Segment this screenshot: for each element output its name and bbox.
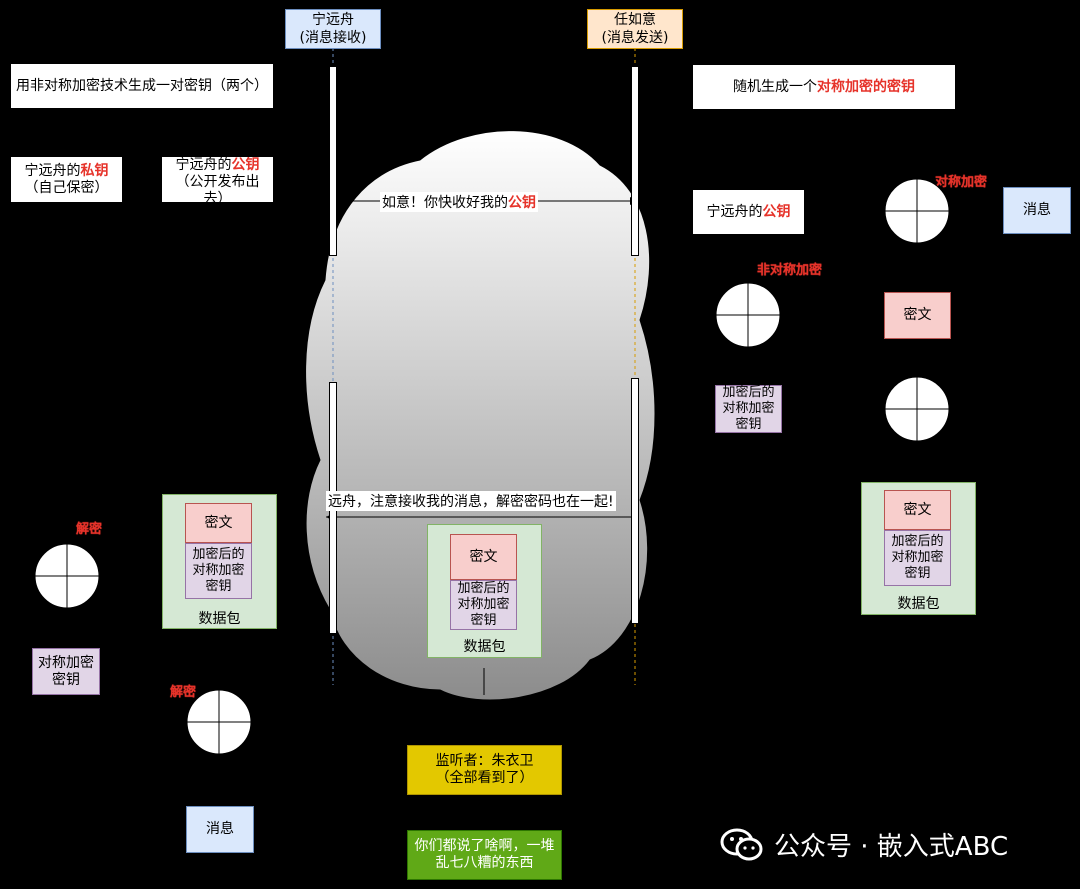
sender-activation-1 (631, 66, 639, 256)
eavesdropper-comment-box: 你们都说了啥啊，一堆乱七八糟的东西 (407, 830, 562, 880)
decrypt-operation-1 (34, 543, 100, 609)
participant-receiver: 宁远舟(消息接收) (285, 9, 381, 49)
right-public-key-box: 宁远舟的公钥 (692, 189, 805, 235)
right-enc-key-box: 加密后的对称加密密钥 (715, 385, 782, 433)
participant-sender: 任如意(消息发送) (587, 9, 683, 49)
sym-encrypt-operation (884, 178, 950, 244)
message-1-label: 如意！你快收好我的公钥 (380, 192, 538, 212)
public-key-box: 宁远舟的公钥（公开发布出去） (161, 156, 274, 203)
left-data-package: 密文 加密后的对称加密密钥 数据包 (162, 494, 277, 629)
right-package-enc-key: 加密后的对称加密密钥 (884, 530, 951, 586)
left-decrypt-label-2: 解密 (170, 685, 197, 700)
middle-data-package: 密文 加密后的对称加密密钥 数据包 (427, 524, 542, 658)
sender-activation-2 (631, 378, 639, 624)
watermark-text: 公众号 · 嵌入式ABC (774, 832, 1009, 862)
right-package-label: 数据包 (897, 596, 940, 612)
left-decrypt-label-1: 解密 (76, 522, 103, 537)
asym-encrypt-label: 非对称加密 (757, 263, 823, 278)
right-package-ciphertext: 密文 (884, 490, 951, 530)
eavesdropper-box: 监听者：朱衣卫（全部看到了） (407, 745, 562, 795)
left-sym-key-box: 对称加密密钥 (32, 648, 100, 695)
sym-key-gen-box: 随机生成一个对称加密的密钥 (692, 64, 956, 110)
asym-encrypt-operation (715, 282, 781, 348)
watermark: 公众号 · 嵌入式ABC (720, 826, 1008, 863)
receiver-activation-1 (329, 66, 337, 256)
package-operation (884, 376, 950, 442)
right-message-box: 消息 (1003, 187, 1071, 234)
decrypt-operation-2 (186, 689, 252, 755)
keygen-box: 用非对称加密技术生成一对密钥（两个） (10, 63, 274, 109)
middle-package-enc-key: 加密后的对称加密密钥 (450, 580, 517, 630)
middle-package-label: 数据包 (463, 639, 506, 655)
right-ciphertext-box: 密文 (884, 292, 951, 339)
message-2-label: 远舟，注意接收我的消息，解密密码也在一起! (326, 491, 616, 511)
left-message-box: 消息 (186, 806, 254, 853)
middle-package-ciphertext: 密文 (450, 534, 517, 580)
left-package-enc-key: 加密后的对称加密密钥 (185, 543, 252, 599)
right-data-package: 密文 加密后的对称加密密钥 数据包 (861, 482, 976, 615)
left-package-ciphertext: 密文 (185, 503, 252, 543)
wechat-icon (720, 828, 763, 860)
left-package-label: 数据包 (198, 611, 241, 627)
sym-encrypt-label: 对称加密 (935, 175, 988, 190)
private-key-box: 宁远舟的私钥（自己保密） (10, 156, 123, 203)
